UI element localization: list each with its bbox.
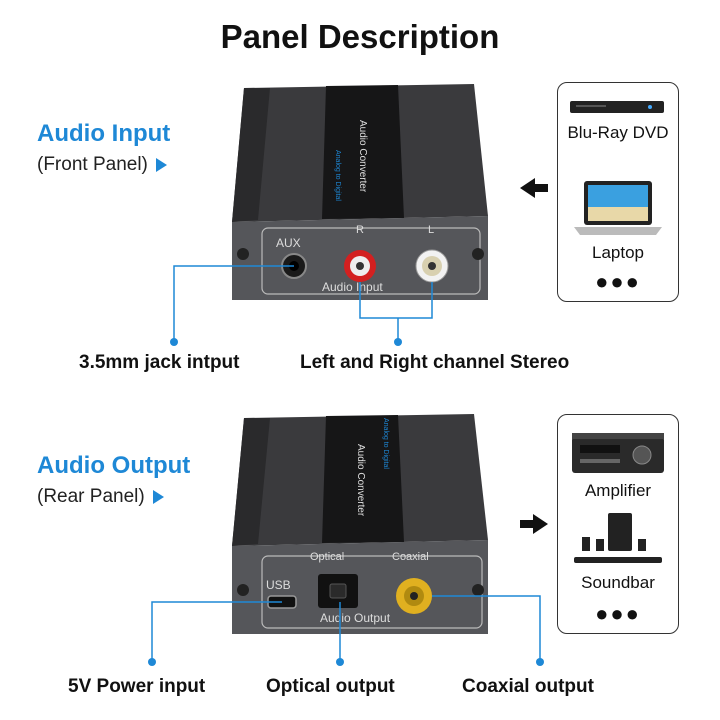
front-panel-label: (Front Panel) — [37, 154, 167, 176]
jack-callout-label: 3.5mm jack intput — [79, 352, 240, 373]
page-title: Panel Description — [220, 18, 500, 55]
front-panel-text: (Front Panel) — [37, 154, 148, 175]
rear-panel-text: (Rear Panel) — [37, 486, 145, 507]
input-arrow-icon — [520, 178, 548, 198]
input-device-sublabel: Analog to Digital — [334, 150, 341, 201]
source-laptop-label: Laptop — [592, 243, 644, 262]
input-converter-device — [232, 84, 488, 300]
target-amplifier-label: Amplifier — [584, 481, 652, 500]
audio-output-heading: Audio Output — [37, 452, 191, 479]
output-arrow-icon — [520, 514, 548, 534]
power-callout-dot — [148, 658, 156, 666]
laptop-icon — [574, 181, 662, 235]
play-arrow-icon — [152, 489, 164, 504]
port-r-label: R — [356, 224, 364, 236]
jack-callout-dot — [170, 338, 178, 346]
play-arrow-icon — [155, 157, 167, 172]
power-callout-label: 5V Power input — [68, 676, 206, 697]
rear-panel-label: (Rear Panel) — [37, 486, 164, 508]
bluray-player-icon — [570, 101, 664, 113]
output-converter-device — [232, 414, 488, 634]
target-soundbar-label: Soundbar — [581, 573, 655, 592]
port-usb-label: USB — [266, 578, 291, 592]
output-device-label: Audio Converter — [355, 444, 366, 517]
stereo-callout-dot — [394, 338, 402, 346]
input-callout-lines — [173, 265, 433, 340]
coaxial-callout-label: Coaxial output — [462, 676, 594, 697]
source-bluray-label: Blu-Ray DVD — [567, 123, 669, 142]
optical-callout-dot — [336, 658, 344, 666]
output-targets-panel: Amplifier Soundbar ●●● — [557, 414, 679, 634]
stereo-callout-label: Left and Right channel Stereo — [300, 352, 570, 373]
output-panel-label: Audio Output — [320, 611, 391, 625]
port-l-label: L — [428, 224, 434, 236]
coaxial-callout-dot — [536, 658, 544, 666]
input-device-label: Audio Converter — [357, 120, 368, 193]
optical-callout-label: Optical output — [266, 676, 395, 697]
input-panel-label: Audio Input — [322, 280, 383, 294]
amplifier-icon — [572, 433, 664, 473]
input-sources-panel: Blu-Ray DVD Laptop ●●● — [557, 82, 679, 302]
soundbar-icon — [574, 513, 662, 563]
port-coaxial-label: Coaxial — [392, 551, 429, 563]
audio-input-heading: Audio Input — [37, 120, 171, 147]
port-optical-label: Optical — [310, 551, 344, 563]
more-sources-icon: ●●● — [595, 269, 641, 294]
port-aux-label: AUX — [276, 236, 301, 250]
output-callout-lines — [151, 595, 541, 660]
output-device-sublabel: Analog to Digital — [382, 418, 389, 469]
more-targets-icon: ●●● — [595, 601, 641, 626]
